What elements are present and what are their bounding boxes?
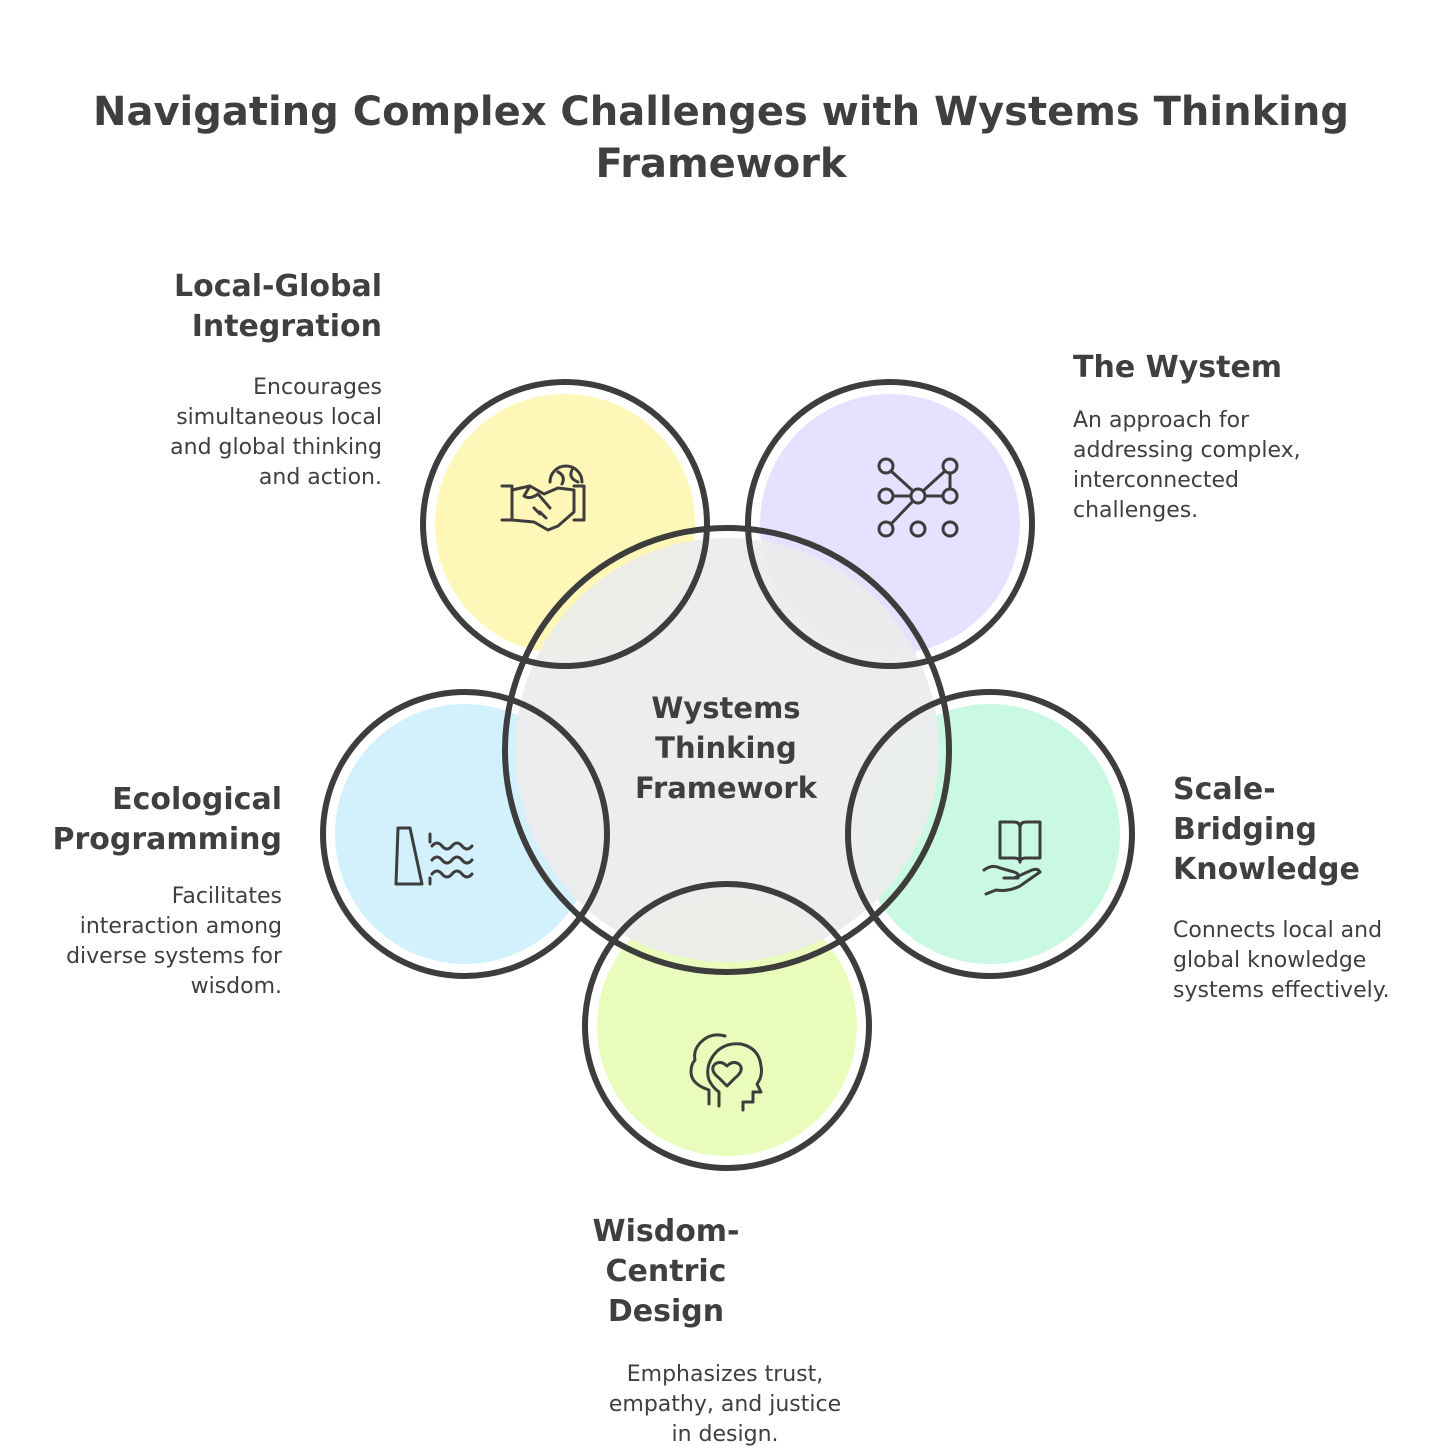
node-label-ecological: Ecological Programming Facilitates inter… bbox=[30, 780, 282, 1002]
node-description: Emphasizes trust, empathy, and justice i… bbox=[608, 1362, 842, 1447]
node-label-scale-bridging: Scale-Bridging Knowledge Connects local … bbox=[1173, 770, 1413, 1006]
book-in-hand-icon bbox=[982, 820, 1042, 896]
heart-head-icon bbox=[689, 1033, 763, 1112]
center-outline bbox=[502, 525, 952, 975]
handshake-globe-icon bbox=[500, 464, 586, 532]
node-description: Facilitates interaction among diverse sy… bbox=[66, 884, 282, 999]
node-description: Connects local and global knowledge syst… bbox=[1173, 918, 1390, 1003]
node-label-wisdom-centric: Wisdom-Centric Design Emphasizes trust, … bbox=[560, 1212, 890, 1450]
node-heading: Wisdom-Centric Design bbox=[592, 1214, 740, 1329]
node-outline-wisdom-centric bbox=[582, 881, 872, 1171]
node-description: Encourages simultaneous local and global… bbox=[170, 375, 382, 490]
center-label: Wystems Thinking Framework bbox=[634, 691, 817, 805]
network-nodes-icon bbox=[877, 457, 959, 538]
node-outline-local-global bbox=[420, 379, 710, 669]
node-label-local-global: Local-Global Integration Encourages simu… bbox=[120, 267, 382, 493]
node-label-wystem: The Wystem An approach for addressing co… bbox=[1073, 348, 1333, 526]
node-heading: Ecological Programming bbox=[52, 782, 282, 857]
node-outline-scale-bridging bbox=[845, 689, 1135, 979]
node-heading: Scale-Bridging Knowledge bbox=[1173, 772, 1360, 887]
node-description: An approach for addressing complex, inte… bbox=[1073, 408, 1301, 523]
node-outline-ecological bbox=[320, 689, 610, 979]
node-heading: Local-Global Integration bbox=[173, 269, 382, 344]
page-title: Navigating Complex Challenges with Wyste… bbox=[92, 89, 1350, 187]
node-heading: The Wystem bbox=[1073, 350, 1283, 385]
node-outline-wystem bbox=[745, 379, 1035, 669]
center-fill bbox=[515, 538, 939, 962]
dam-water-icon bbox=[394, 826, 474, 886]
